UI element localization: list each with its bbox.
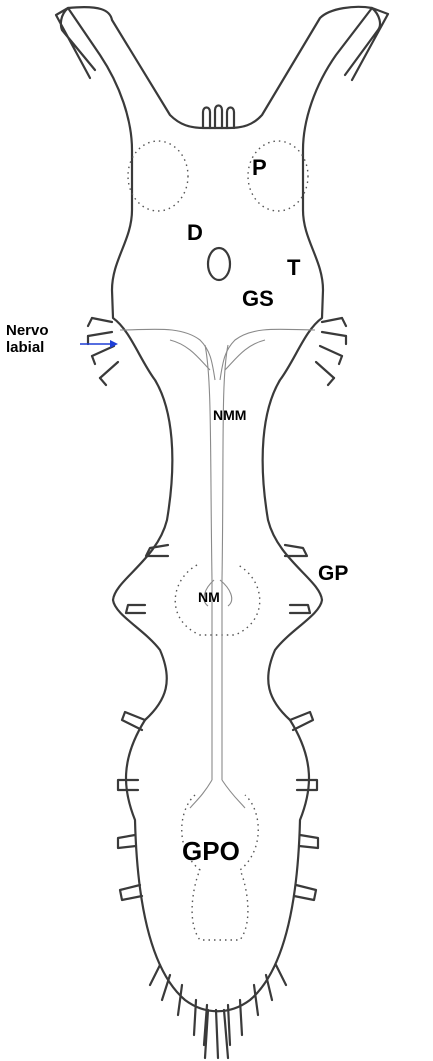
label-nm: NM: [198, 590, 220, 604]
label-nervo-line1: Nervo: [6, 322, 49, 339]
label-nmm: NMM: [213, 408, 246, 422]
right-antenna: [345, 8, 388, 80]
label-d: D: [187, 222, 203, 244]
label-gs: GS: [242, 288, 274, 310]
label-gp: GP: [318, 563, 348, 584]
label-nervo-line2: labial: [6, 339, 49, 356]
statocyst-oval: [208, 248, 230, 280]
label-gpo: GPO: [182, 838, 240, 864]
label-t: T: [287, 257, 300, 279]
label-p: P: [252, 157, 267, 179]
label-nervo-labial: Nervo labial: [6, 322, 49, 357]
nervo-labial-arrow: [80, 340, 118, 348]
